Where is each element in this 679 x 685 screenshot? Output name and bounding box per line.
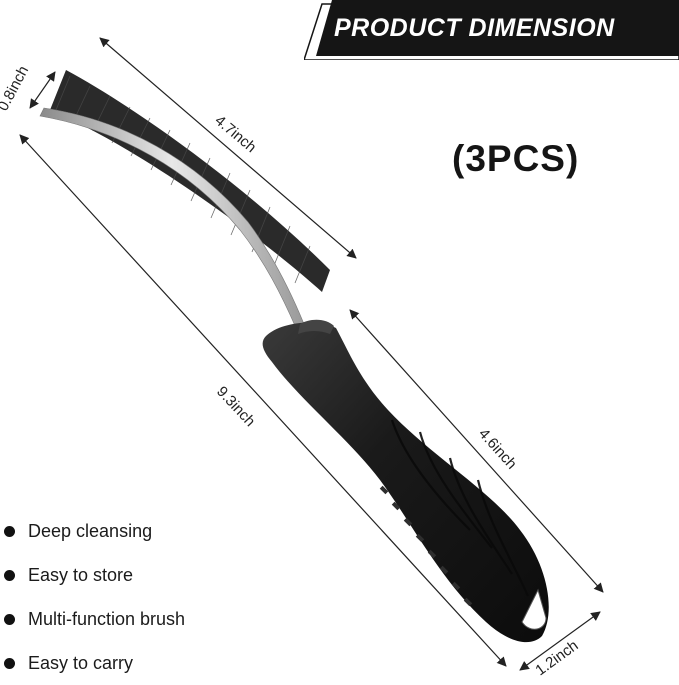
handle-length-label: 4.6inch [475, 425, 520, 472]
feature-text: Multi-function brush [28, 608, 186, 629]
brush-handle [262, 319, 549, 643]
feature-text: Deep cleansing [28, 520, 153, 541]
feature-item: Easy to carry [2, 641, 185, 685]
bullet-icon [4, 657, 15, 669]
bullet-icon [4, 569, 15, 581]
handle-width-line [519, 611, 601, 671]
feature-item: Easy to store [2, 553, 185, 597]
bullet-icon [4, 525, 15, 537]
handle-length-line [349, 309, 604, 593]
feature-text: Easy to store [28, 564, 134, 585]
brush-head-length-label: 4.7inch [211, 112, 259, 156]
bristle-height-label: 0.8inch [0, 63, 32, 114]
bullet-icon [4, 613, 15, 625]
feature-list: Deep cleansing Easy to store Multi-funct… [2, 509, 185, 685]
header-banner: PRODUCT DIMENSION [304, 0, 679, 60]
dimension-lines [19, 37, 604, 671]
bristle-height-line [29, 71, 56, 109]
feature-text: Easy to carry [28, 652, 134, 673]
feature-item: Multi-function brush [2, 597, 185, 641]
total-length-label: 9.3inch [213, 383, 258, 430]
banner-title: PRODUCT DIMENSION [334, 14, 615, 42]
feature-item: Deep cleansing [2, 509, 185, 553]
banner-shape [304, 0, 679, 60]
